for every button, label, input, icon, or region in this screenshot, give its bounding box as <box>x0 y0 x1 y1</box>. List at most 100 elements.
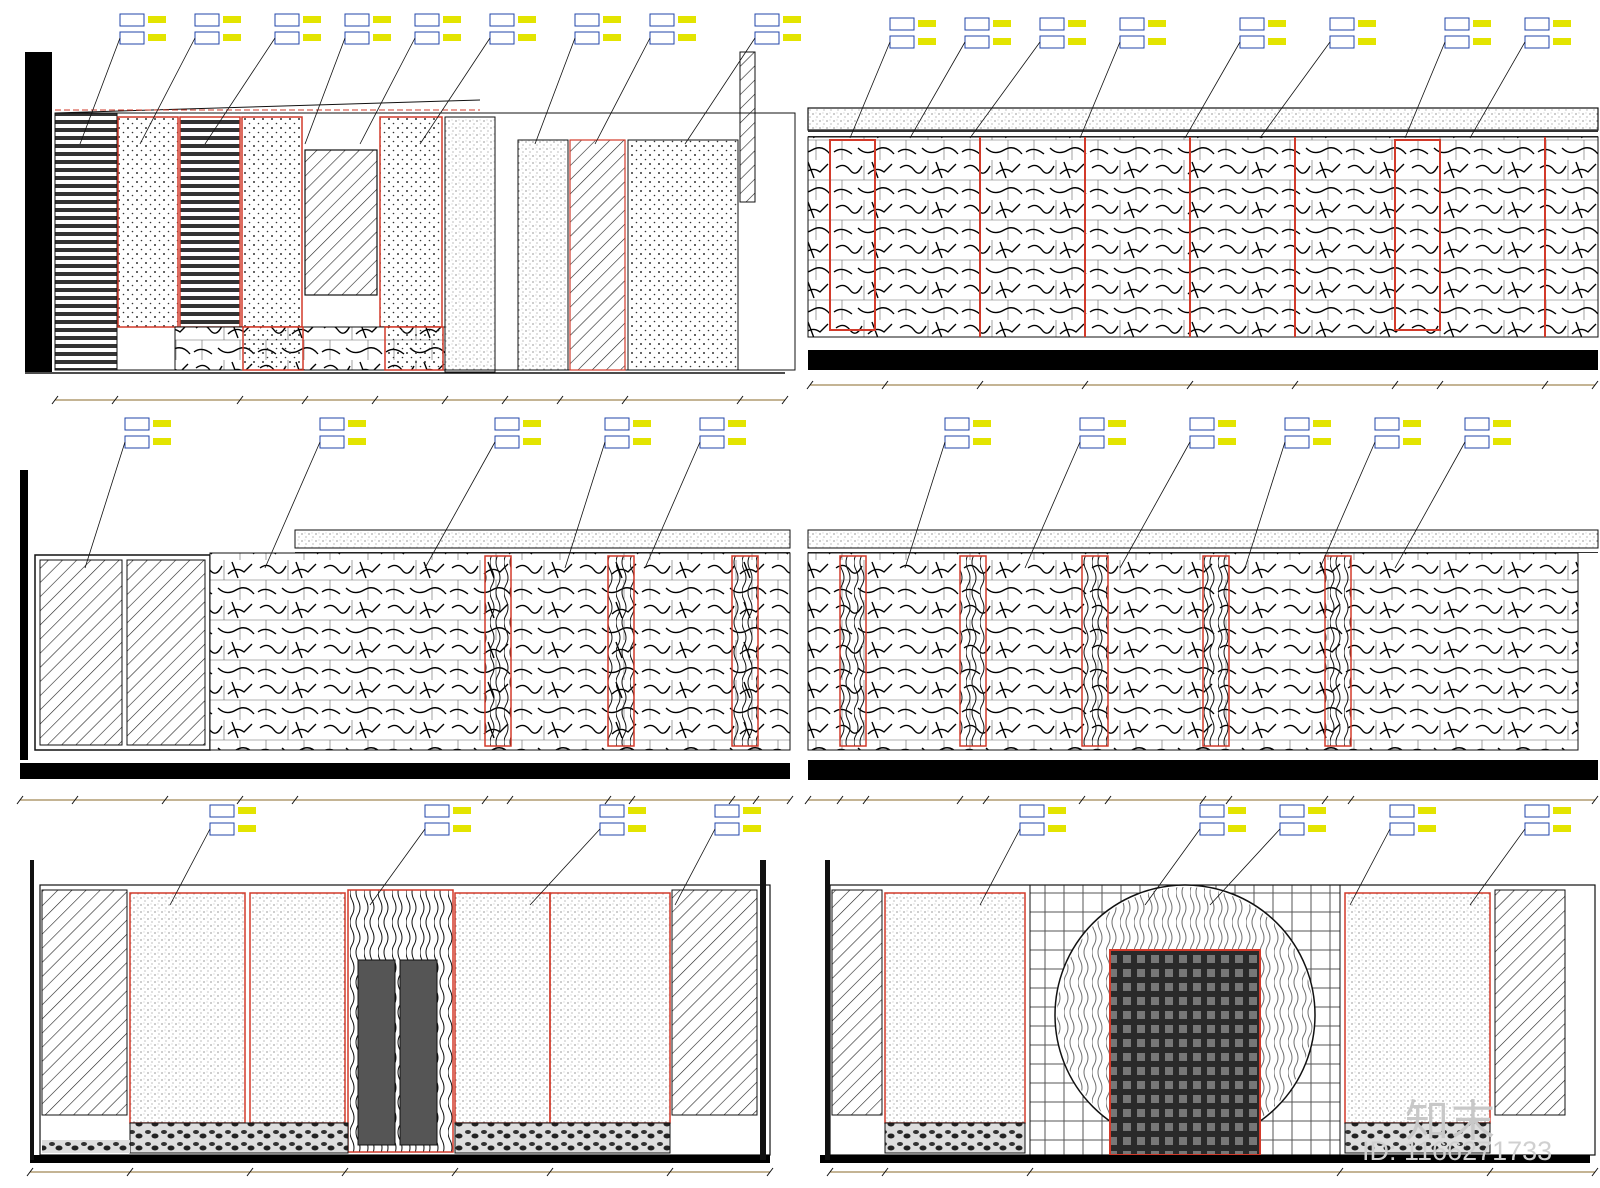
leader-tag-box <box>1189 417 1215 431</box>
leader-line <box>359 37 416 145</box>
leader-tag-box <box>1524 17 1550 31</box>
leader-tag-label <box>603 34 621 41</box>
leader-tag-box <box>194 13 220 27</box>
leader-tag-box <box>489 13 515 27</box>
leader-tag-label <box>1473 20 1491 27</box>
dimension-tick <box>371 395 379 405</box>
leader-line <box>969 41 1041 139</box>
dimension-tick <box>628 795 636 805</box>
leader-tag-box <box>209 822 235 836</box>
dimension-tick <box>1591 795 1599 805</box>
leader-tag-box <box>1019 804 1045 818</box>
leader-tag-box <box>574 31 600 45</box>
leader-tag-label <box>1148 20 1166 27</box>
dimension-tick <box>51 395 59 405</box>
leader-tag-label <box>373 16 391 23</box>
leader-tag-label <box>223 34 241 41</box>
leader-tag-label <box>603 16 621 23</box>
dimension-tick <box>752 795 760 805</box>
leader-tag-box <box>494 435 520 449</box>
leader-tag-box <box>1444 17 1470 31</box>
leader-tag-label <box>728 420 746 427</box>
leader-tag-label <box>1493 438 1511 445</box>
leader-tag-box <box>604 417 630 431</box>
leader-tag-label <box>1418 825 1436 832</box>
leader-tag-label <box>1148 38 1166 45</box>
leader-line <box>594 37 651 145</box>
leader-line <box>264 441 321 569</box>
dimension-tick <box>786 795 794 805</box>
leader-tag-box <box>1444 35 1470 49</box>
leader-line <box>904 441 946 569</box>
leader-line <box>139 37 196 145</box>
leader-tag-label <box>678 34 696 41</box>
elevation-panel-1 <box>25 51 796 374</box>
leader-tag-box <box>1389 804 1415 818</box>
leader-line <box>1319 441 1376 569</box>
leader-line <box>169 828 211 906</box>
leader-tag-box <box>1199 822 1225 836</box>
leader-tag-box <box>889 35 915 49</box>
leader-line <box>419 37 491 145</box>
leader-tag-box <box>414 31 440 45</box>
dimension-tick <box>161 795 169 805</box>
leader-tag-box <box>274 31 300 45</box>
leader-tag-label <box>303 16 321 23</box>
leader-tag-label <box>453 807 471 814</box>
leader-tag-box <box>964 35 990 49</box>
dimension-tick <box>291 795 299 805</box>
leader-line <box>1209 828 1281 906</box>
dimension-tick <box>556 395 564 405</box>
leader-line <box>1469 41 1526 139</box>
leader-tag-box <box>1374 435 1400 449</box>
leader-tag-box <box>489 31 515 45</box>
leader-line <box>204 37 276 145</box>
leader-tag-box <box>274 13 300 27</box>
leader-tag-label <box>1358 38 1376 45</box>
dimension-tick <box>246 1167 254 1177</box>
dimension-tick <box>16 795 24 805</box>
leader-tag-label <box>1218 420 1236 427</box>
leader-tag-label <box>1403 420 1421 427</box>
dimension-tick <box>826 1167 834 1177</box>
dimension-tick <box>26 1167 34 1177</box>
leader-tag-label <box>153 438 171 445</box>
leader-tag-label <box>728 438 746 445</box>
leader-line <box>84 441 126 569</box>
dimension-tick <box>1591 1167 1599 1177</box>
leader-tag-label <box>148 34 166 41</box>
dimension-tick <box>1541 380 1549 390</box>
leader-tag-label <box>348 420 366 427</box>
leader-tag-label <box>633 420 651 427</box>
leader-tag-label <box>523 420 541 427</box>
dimension-tick <box>982 795 990 805</box>
leader-line <box>1404 41 1446 139</box>
leader-tag-box <box>699 435 725 449</box>
leader-tag-label <box>148 16 166 23</box>
leader-line <box>1024 441 1081 569</box>
leader-tag-box <box>344 31 370 45</box>
leader-line <box>979 828 1021 906</box>
leader-tag-label <box>1108 438 1126 445</box>
leader-tag-label <box>1268 38 1286 45</box>
leader-tag-box <box>194 31 220 45</box>
dimension-tick <box>806 380 814 390</box>
leader-line <box>1259 41 1331 139</box>
dimension-tick <box>341 1167 349 1177</box>
dimension-tick <box>301 395 309 405</box>
dimension-tick <box>766 1167 774 1177</box>
leader-tag-label <box>1108 420 1126 427</box>
leader-tag-box <box>754 13 780 27</box>
dimension-tick <box>126 1167 134 1177</box>
leader-tag-label <box>518 34 536 41</box>
leader-line <box>1119 441 1191 569</box>
leader-tag-label <box>783 16 801 23</box>
leader-tag-box <box>649 13 675 27</box>
leader-tag-box <box>1329 17 1355 31</box>
watermark-brand: 知末 <box>1405 1096 1497 1147</box>
dimension-tick <box>546 1167 554 1177</box>
leader-tag-label <box>303 34 321 41</box>
leader-tag-label <box>523 438 541 445</box>
leader-tag-box <box>714 822 740 836</box>
dimension-tick <box>1336 1167 1344 1177</box>
